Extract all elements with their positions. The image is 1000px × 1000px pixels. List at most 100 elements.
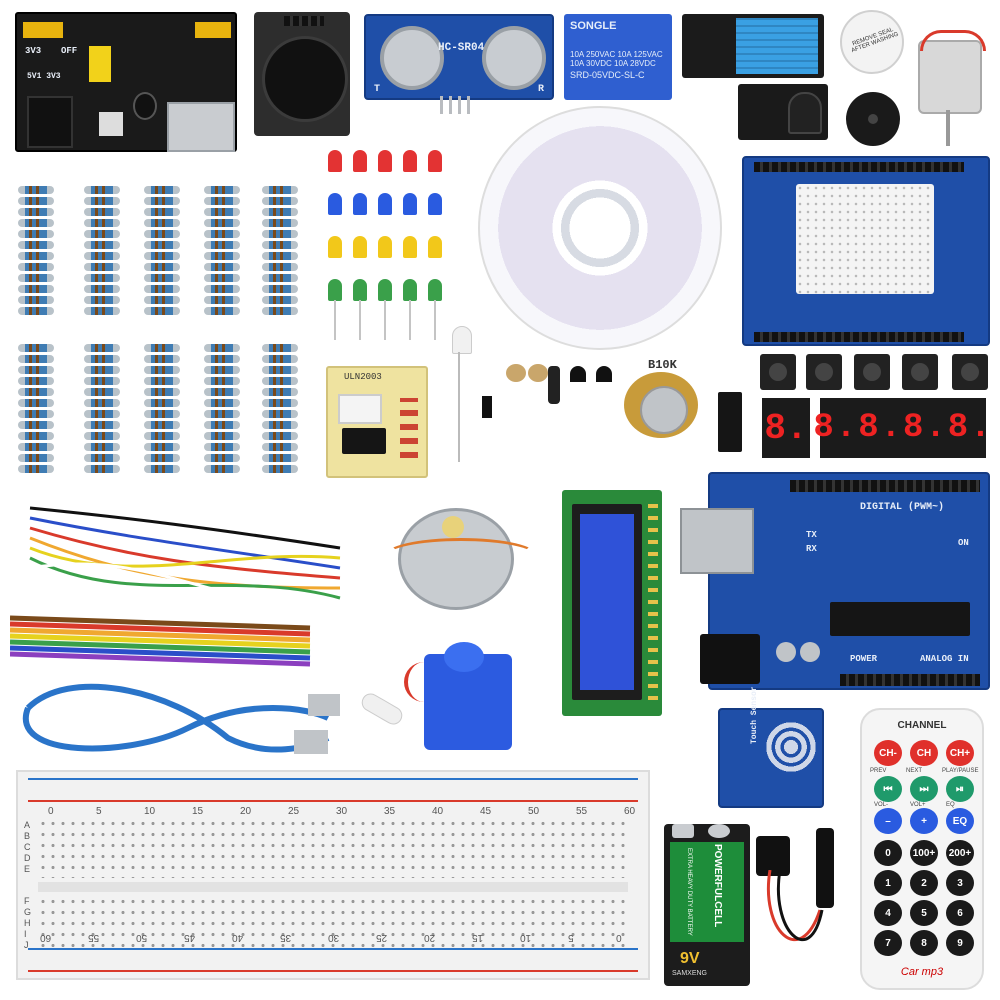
resistor: [18, 274, 54, 282]
analog-label: ANALOG IN: [920, 654, 969, 664]
resistor: [262, 219, 298, 227]
resistor: [262, 388, 298, 396]
breadboard-column-number: 5: [96, 806, 102, 817]
resistor: [204, 230, 240, 238]
ultrasonic-sensor: HC-SR04 T R: [364, 14, 554, 100]
usb-b-port: [680, 508, 754, 574]
resistor: [144, 366, 180, 374]
resistor: [84, 186, 120, 194]
led: [378, 236, 392, 258]
photoresistor-1: [506, 364, 526, 382]
resistor: [144, 208, 180, 216]
resistor: [144, 377, 180, 385]
resistor: [262, 186, 298, 194]
dht11-sensor: [682, 14, 824, 78]
buzzer-label: REMOVE SEAL AFTER WASHING: [850, 27, 900, 55]
servo-horn: [358, 690, 406, 728]
resistor: [204, 465, 240, 473]
arduino-uno: DIGITAL (PWM~) TX RX ON POWER ANALOG IN: [680, 472, 990, 690]
capacitor: [133, 92, 157, 120]
resistor: [262, 307, 298, 315]
pot-label: B10K: [648, 358, 677, 372]
battery-clip-wire: [767, 870, 824, 942]
wire-black: [29, 506, 341, 550]
resistor: [18, 296, 54, 304]
breadboard-column-number: 25: [376, 932, 388, 943]
breadboard-column-number: 30: [336, 806, 348, 817]
resistor: [262, 344, 298, 352]
joystick-knob: [262, 36, 348, 122]
resistor-group-10: [262, 344, 298, 476]
remote-button: ⏯: [946, 776, 974, 802]
remote-button: ⏭: [910, 776, 938, 802]
resistor-group-7: [84, 344, 120, 476]
led: [328, 193, 342, 215]
resistor: [204, 410, 240, 418]
breadboard-row-letter: E: [24, 864, 31, 874]
resistor: [144, 432, 180, 440]
ribbon-orange: [10, 627, 311, 643]
transducer-left: [380, 26, 444, 90]
remote-button: ⏮: [874, 776, 902, 802]
touch-sensor: Touch Sensor: [718, 686, 824, 808]
resistor: [262, 208, 298, 216]
jumper-left: [23, 22, 63, 38]
breadboard-column-number: 0: [48, 806, 54, 817]
resistor: [144, 274, 180, 282]
remote-button: 1: [874, 870, 902, 896]
joystick-module: [254, 12, 350, 136]
battery-voltage: 9V: [680, 950, 700, 967]
breadboard-column-number: 40: [432, 806, 444, 817]
led: [403, 150, 417, 172]
remote-button: –: [874, 808, 902, 834]
tx-label: TX: [806, 530, 817, 540]
transistor-2: [596, 366, 612, 382]
resistor: [262, 285, 298, 293]
resistor-group-8: [144, 344, 180, 476]
touch-sensor-label: Touch Sensor: [750, 686, 759, 744]
dc-jack: [27, 96, 73, 148]
tact-button-2: [806, 354, 842, 390]
transducer-right: [482, 26, 546, 90]
lcd-screen: [580, 514, 634, 690]
rx-label: RX: [806, 544, 817, 554]
resistor: [84, 410, 120, 418]
resistor: [18, 263, 54, 271]
driver-label: ULN2003: [344, 372, 382, 382]
active-buzzer: [846, 92, 900, 146]
resistor: [204, 388, 240, 396]
shield-header-top: [754, 162, 964, 172]
resistor: [262, 366, 298, 374]
relay-model: SRD-05VDC-SL-C: [570, 70, 645, 80]
terminal-strip-top: [38, 818, 628, 878]
led: [353, 150, 367, 172]
remote-nav-label: NEXT: [906, 768, 923, 774]
resistor: [84, 252, 120, 260]
resistor: [144, 252, 180, 260]
battery-maker: SAMXENG: [672, 970, 708, 977]
breadboard-row-letter: H: [24, 918, 31, 928]
resistor: [262, 377, 298, 385]
remote-vol-label: VOL-: [874, 802, 889, 808]
ir-receiver-module: [738, 84, 828, 140]
resistor: [84, 241, 120, 249]
resistor: [18, 443, 54, 451]
breadboard-row-letter: I: [24, 929, 27, 939]
resistor: [204, 274, 240, 282]
mini-breadboard: [796, 184, 934, 294]
usb-b-plug: [294, 730, 328, 754]
breadboard-column-number: 20: [240, 806, 252, 817]
breadboard-column-number: 35: [280, 932, 292, 943]
resistor: [204, 355, 240, 363]
resistor: [18, 241, 54, 249]
resistor: [204, 296, 240, 304]
remote-button: +: [910, 808, 938, 834]
driver-leds: [400, 398, 418, 458]
resistor: [84, 465, 120, 473]
usb-a-port: [167, 102, 235, 152]
remote-button: CH: [910, 740, 938, 766]
wire-yellow: [29, 546, 341, 568]
breadboard-column-number: 45: [480, 806, 492, 817]
